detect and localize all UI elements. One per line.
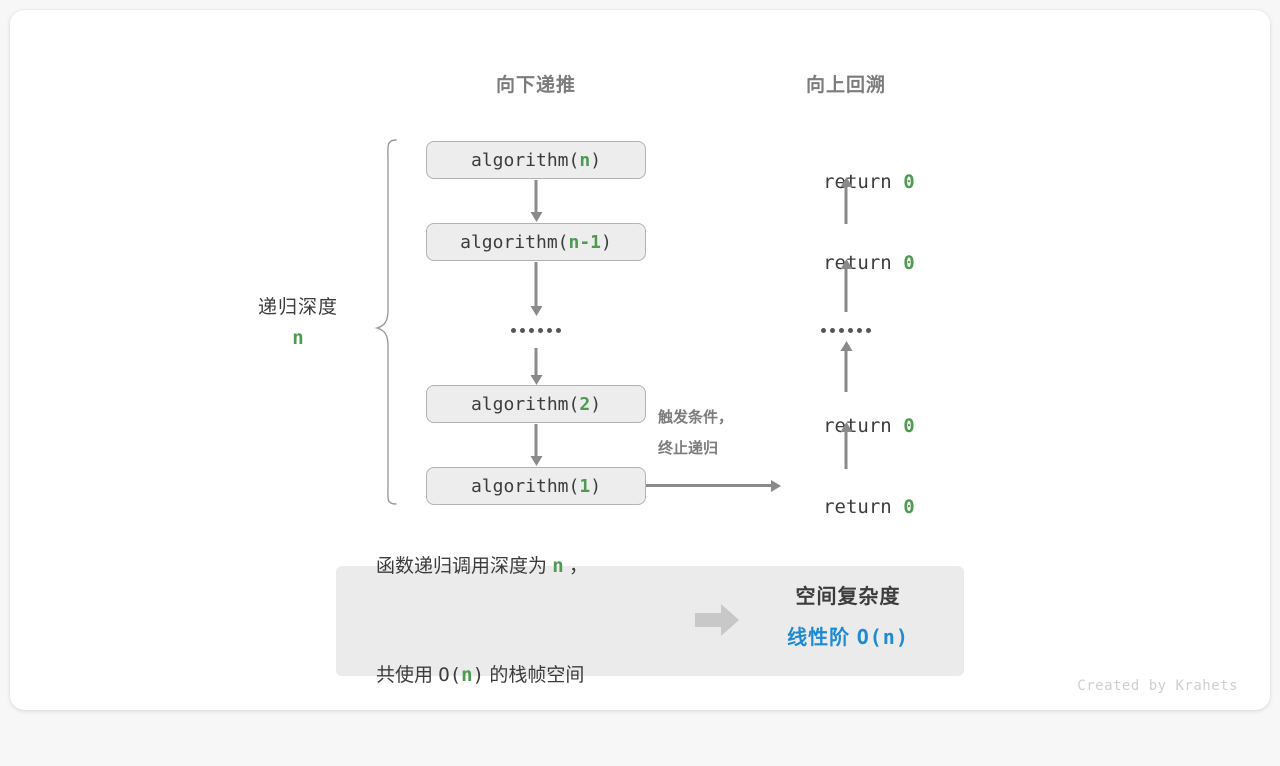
dot <box>839 328 844 333</box>
call-box-arg: n-1 <box>568 231 602 253</box>
recursion-depth-brace <box>374 138 402 511</box>
dot <box>857 328 862 333</box>
return-keyword: return <box>823 496 904 518</box>
dot <box>830 328 835 333</box>
call-box-arg: n <box>579 149 591 171</box>
trigger-note-line2: 终止递归 <box>658 440 719 457</box>
ellipsis-dots-right <box>821 328 871 333</box>
return-label-4: return 0 <box>777 474 915 540</box>
dot <box>547 328 552 333</box>
trigger-note-line1: 触发条件， <box>658 409 734 426</box>
diagram-canvas: 向下递推 向上回溯 递归深度 n algorithm(n) algorithm(… <box>10 10 1270 710</box>
arrow-base-case-to-return <box>646 484 772 487</box>
dot <box>511 328 516 333</box>
summary-n-1: n <box>552 555 564 577</box>
dot <box>538 328 543 333</box>
call-box-suffix: ) <box>601 231 612 253</box>
return-keyword: return <box>823 171 904 193</box>
return-value: 0 <box>903 171 915 193</box>
call-box-prefix: algorithm( <box>470 393 580 415</box>
summary-left-text: 函数递归调用深度为 n ， 共使用 O(n) 的栈帧空间 <box>376 476 588 766</box>
footer-credit: Created by Krahets <box>1077 678 1238 694</box>
arrow-down-4 <box>534 424 538 457</box>
arrow-down-3 <box>534 348 538 376</box>
call-box-n-minus-1[interactable]: algorithm(n-1) <box>426 223 646 261</box>
call-box-2[interactable]: algorithm(2) <box>426 385 646 423</box>
return-value: 0 <box>903 252 915 274</box>
summary-line-2: 共使用 O(n) 的栈帧空间 <box>376 664 585 686</box>
call-box-suffix: ) <box>590 393 602 415</box>
call-box-suffix: ) <box>590 475 602 497</box>
call-box-n[interactable]: algorithm(n) <box>426 141 646 179</box>
call-box-1[interactable]: algorithm(1) <box>426 467 646 505</box>
call-box-arg: 2 <box>579 393 591 415</box>
space-complexity-value: 线性阶 O(n) <box>787 625 909 649</box>
summary-right-text: 空间复杂度 线性阶 O(n) <box>787 580 909 650</box>
dot <box>866 328 871 333</box>
space-complexity-title: 空间复杂度 <box>795 586 901 608</box>
return-value: 0 <box>903 496 915 518</box>
call-box-prefix: algorithm( <box>460 231 569 253</box>
return-keyword: return <box>823 252 904 274</box>
call-box-arg: 1 <box>579 475 591 497</box>
return-keyword: return <box>823 415 904 437</box>
recursion-depth-value: n <box>292 327 304 349</box>
arrow-up-2 <box>844 268 848 312</box>
arrow-down-2 <box>534 262 538 307</box>
arrow-up-3 <box>844 350 848 392</box>
dot <box>821 328 826 333</box>
dot <box>556 328 561 333</box>
column-header-backtrack-up: 向上回溯 <box>805 75 887 96</box>
call-box-prefix: algorithm( <box>470 475 580 497</box>
ellipsis-dots-left <box>511 328 561 333</box>
call-box-suffix: ) <box>590 149 602 171</box>
recursion-depth-label: 递归深度 n <box>258 292 338 349</box>
trigger-condition-note: 触发条件， 终止递归 <box>658 402 733 464</box>
return-value: 0 <box>903 415 915 437</box>
arrow-up-4 <box>844 431 848 469</box>
right-block-arrow-icon <box>695 602 739 638</box>
summary-line-1: 函数递归调用深度为 n ， <box>376 555 589 577</box>
arrow-up-1 <box>844 186 848 224</box>
column-header-recursion-down: 向下递推 <box>495 75 577 96</box>
summary-box: 函数递归调用深度为 n ， 共使用 O(n) 的栈帧空间 <box>336 555 964 686</box>
call-box-prefix: algorithm( <box>470 149 580 171</box>
dot <box>520 328 525 333</box>
recursion-depth-text: 递归深度 <box>257 297 339 318</box>
dot <box>529 328 534 333</box>
summary-n-2: n <box>461 664 473 686</box>
dot <box>848 328 853 333</box>
arrow-down-1 <box>534 180 538 213</box>
